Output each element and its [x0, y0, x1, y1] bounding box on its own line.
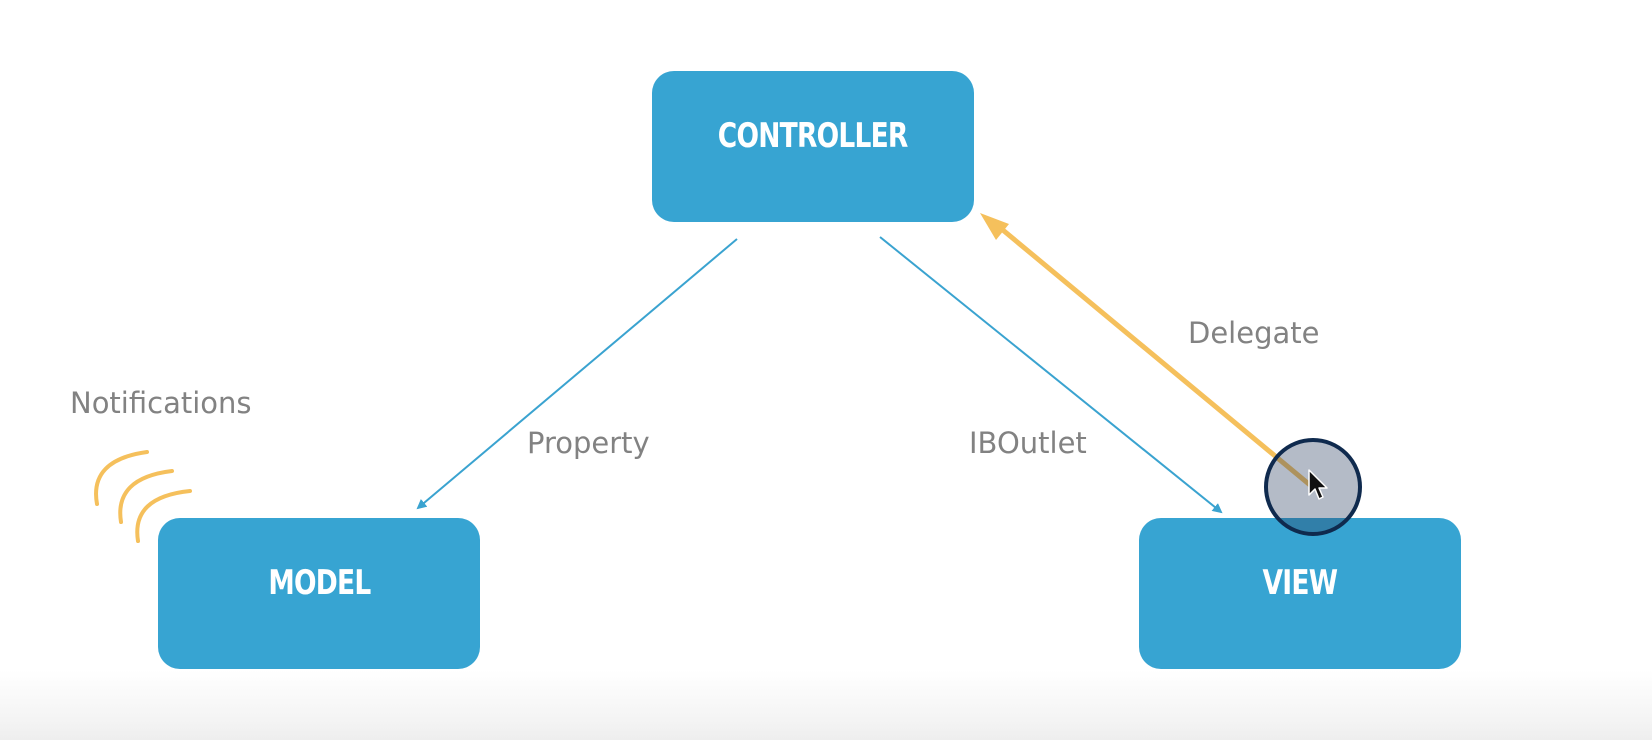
model-box: MODEL [158, 518, 480, 669]
model-label: MODEL [267, 562, 371, 603]
view-label: VIEW [1262, 562, 1338, 603]
controller-box: CONTROLLER [652, 71, 974, 222]
delegate-label: Delegate [1188, 316, 1320, 350]
property-label: Property [527, 426, 650, 460]
mouse-pointer-icon [1308, 469, 1328, 500]
delegate-arrow [980, 213, 1313, 488]
property-arrow [416, 238, 738, 510]
controller-label: CONTROLLER [718, 115, 909, 156]
notifications-label: Notifications [70, 386, 252, 420]
broadcast-waves-icon [94, 450, 192, 543]
iboutlet-label: IBOutlet [969, 426, 1087, 460]
view-box: VIEW [1139, 518, 1461, 669]
iboutlet-arrow [879, 236, 1223, 514]
